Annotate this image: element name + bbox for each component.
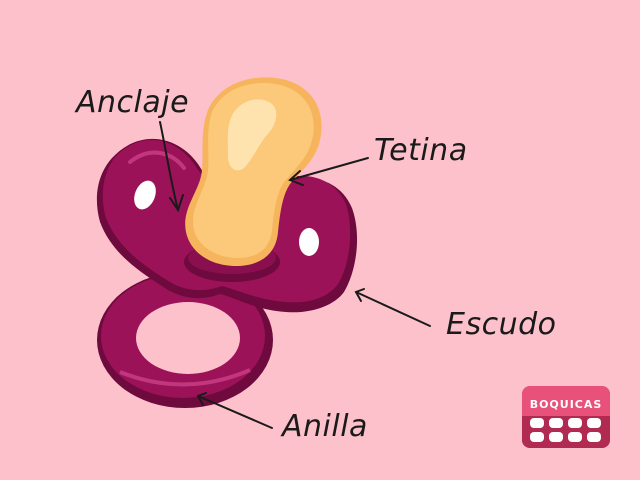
arrow-anclaje bbox=[159, 121, 184, 213]
boquicas-logo: BOQUICAS bbox=[522, 386, 610, 448]
shield-air-hole-right bbox=[299, 228, 319, 256]
shield-air-hole-left bbox=[134, 180, 156, 210]
pacifier-nipple bbox=[185, 77, 322, 266]
logo-mouth-icon bbox=[522, 386, 610, 448]
arrow-tetina bbox=[288, 157, 369, 186]
arrow-anilla bbox=[196, 392, 273, 429]
pacifier-ring bbox=[97, 272, 273, 408]
label-anilla: Anilla bbox=[282, 409, 368, 444]
label-tetina: Tetina bbox=[374, 133, 468, 168]
arrow-escudo bbox=[354, 288, 431, 327]
label-escudo: Escudo bbox=[446, 307, 557, 342]
logo-text: BOQUICAS bbox=[529, 398, 603, 411]
label-anclaje: Anclaje bbox=[76, 85, 190, 120]
